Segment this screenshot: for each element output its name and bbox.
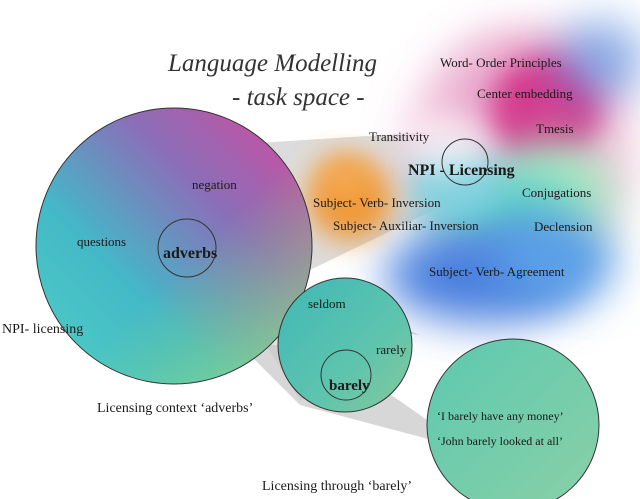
task-declension: Declension — [534, 219, 593, 234]
barely-circle — [426, 338, 600, 499]
task-word-order: Word- Order Principles — [440, 55, 562, 70]
task-tmesis: Tmesis — [536, 121, 574, 136]
title-line-1: Language Modelling — [168, 50, 378, 77]
task-npi-licensing: NPI - Licensing — [408, 162, 515, 179]
npi-caption: NPI- licensing — [2, 322, 84, 337]
npi-item-questions: questions — [77, 234, 127, 249]
barely-sentence-1: ‘I barely have any money’ — [437, 409, 564, 423]
task-subject-verb-inversion: Subject- Verb- Inversion — [313, 195, 441, 210]
task-transitivity: Transitivity — [369, 129, 430, 144]
npi-circle — [35, 107, 313, 385]
adverbs-caption: Licensing context ‘adverbs’ — [97, 401, 254, 416]
adverbs-circle — [277, 277, 413, 413]
task-subject-auxiliar-inversion: Subject- Auxiliar- Inversion — [333, 218, 479, 233]
adverb-item-barely: barely — [329, 378, 370, 394]
npi-marker-circle — [441, 138, 489, 186]
npi-item-adverbs: adverbs — [163, 245, 218, 262]
task-conjugations: Conjugations — [522, 185, 592, 200]
task-subject-verb-agreement: Subject- Verb- Agreement — [429, 264, 565, 279]
barely-marker-circle — [320, 349, 372, 401]
npi-item-negation: negation — [192, 177, 237, 192]
barely-caption: Licensing through ‘barely’ — [262, 479, 413, 494]
barely-sentence-2: ‘John barely looked at all’ — [437, 434, 563, 448]
adverb-item-seldom: seldom — [308, 296, 346, 311]
adverb-item-rarely: rarely — [376, 342, 407, 357]
task-center-embedding: Center embedding — [477, 86, 573, 101]
adverbs-marker-circle — [157, 218, 217, 278]
title-line-2: - task space - — [232, 84, 365, 111]
